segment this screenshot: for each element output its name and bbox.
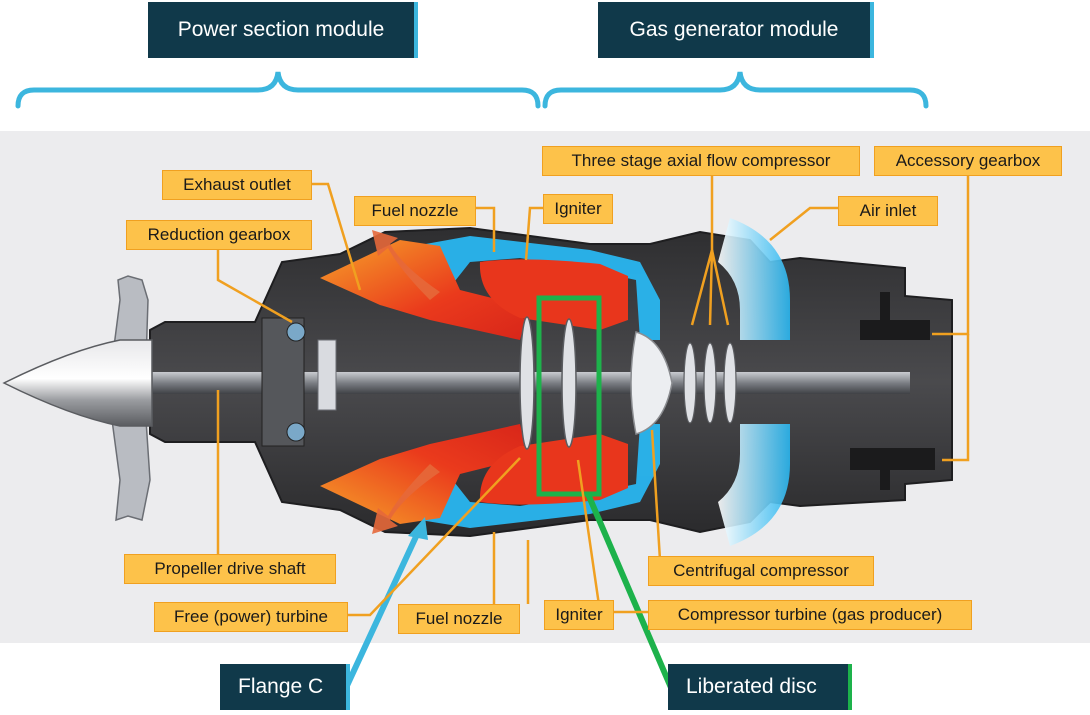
axial-compressor-stage [683, 342, 697, 424]
flange-c-text: Flange C [238, 675, 324, 698]
reduction-gearbox-text: Reduction gearbox [147, 225, 291, 244]
air-inlet-flow-top [718, 218, 790, 340]
exhaust-arrow-top [372, 230, 440, 300]
centrifugal-compressor-text: Centrifugal compressor [673, 561, 849, 580]
gas-generator-module-box: Gas generator module [598, 2, 874, 58]
accessory-gearbox-label: Accessory gearbox [874, 146, 1062, 176]
combustion-chamber-bottom [479, 434, 628, 505]
free-power-turbine-label: Free (power) turbine [154, 602, 348, 632]
liberated-disc-text: Liberated disc [686, 675, 817, 698]
flange-c-pointer [342, 526, 423, 692]
exhaust-outlet-text: Exhaust outlet [183, 175, 291, 194]
airflow-duct-top [420, 236, 660, 340]
fuel-nozzle-bottom-text: Fuel nozzle [415, 609, 503, 628]
power-section-bracket [15, 71, 541, 109]
compressor-turbine-label: Compressor turbine (gas producer) [648, 600, 972, 630]
liberated-disc-callout: Liberated disc [668, 664, 852, 710]
reduction-gearbox-gear [286, 422, 306, 442]
power-section-module-label: Power section module [177, 18, 385, 41]
air-inlet-text: Air inlet [859, 201, 917, 220]
axial-compressor-stage [723, 342, 737, 424]
airflow-duct-bottom [420, 424, 660, 528]
gas-generator-module-label: Gas generator module [629, 18, 839, 41]
free-power-turbine-disc [519, 316, 535, 450]
igniter-bottom-label: Igniter [544, 600, 614, 630]
combustion-chamber-top [479, 259, 628, 330]
flange-c-callout: Flange C [220, 664, 350, 710]
gas-generator-bracket [542, 71, 929, 109]
liberated-disc-highlight [536, 295, 602, 497]
air-inlet-flow-bottom [718, 424, 790, 546]
free-power-turbine-text: Free (power) turbine [173, 607, 328, 626]
accessory-gearbox-text: Accessory gearbox [895, 151, 1041, 170]
reduction-gearbox-label: Reduction gearbox [126, 220, 312, 250]
exhaust-arrow-bottom [372, 464, 440, 534]
reduction-gear [317, 339, 337, 411]
propeller-spinner [2, 339, 153, 427]
liberated-disc-pointer [585, 492, 675, 692]
compressor-turbine-text: Compressor turbine (gas producer) [677, 605, 943, 624]
centrifugal-compressor-impeller [630, 331, 673, 435]
three-stage-compressor-text: Three stage axial flow compressor [571, 151, 831, 170]
three-stage-compressor-label: Three stage axial flow compressor [542, 146, 860, 176]
power-section-module-box: Power section module [148, 2, 418, 58]
igniter-top-label: Igniter [543, 194, 613, 224]
centrifugal-compressor-label: Centrifugal compressor [648, 556, 874, 586]
propeller-drive-shaft-label: Propeller drive shaft [124, 554, 336, 584]
fuel-nozzle-top-text: Fuel nozzle [371, 201, 459, 220]
propeller-drive-shaft-text: Propeller drive shaft [154, 559, 306, 578]
air-inlet-label: Air inlet [838, 196, 938, 226]
exhaust-outlet-label: Exhaust outlet [162, 170, 312, 200]
reduction-gearbox-gear [286, 322, 306, 342]
axial-compressor-stage [703, 342, 717, 424]
accessory-gearbox-top [860, 292, 930, 340]
fuel-nozzle-top-label: Fuel nozzle [354, 196, 476, 226]
propeller-blade-bottom [111, 419, 151, 522]
igniter-bottom-text: Igniter [555, 605, 603, 624]
fuel-nozzle-bottom-label: Fuel nozzle [398, 604, 520, 634]
accessory-gearbox-bottom [850, 448, 935, 490]
compressor-turbine-disc [561, 318, 577, 448]
flange-c-arrowhead [408, 517, 428, 540]
igniter-top-text: Igniter [554, 199, 602, 218]
